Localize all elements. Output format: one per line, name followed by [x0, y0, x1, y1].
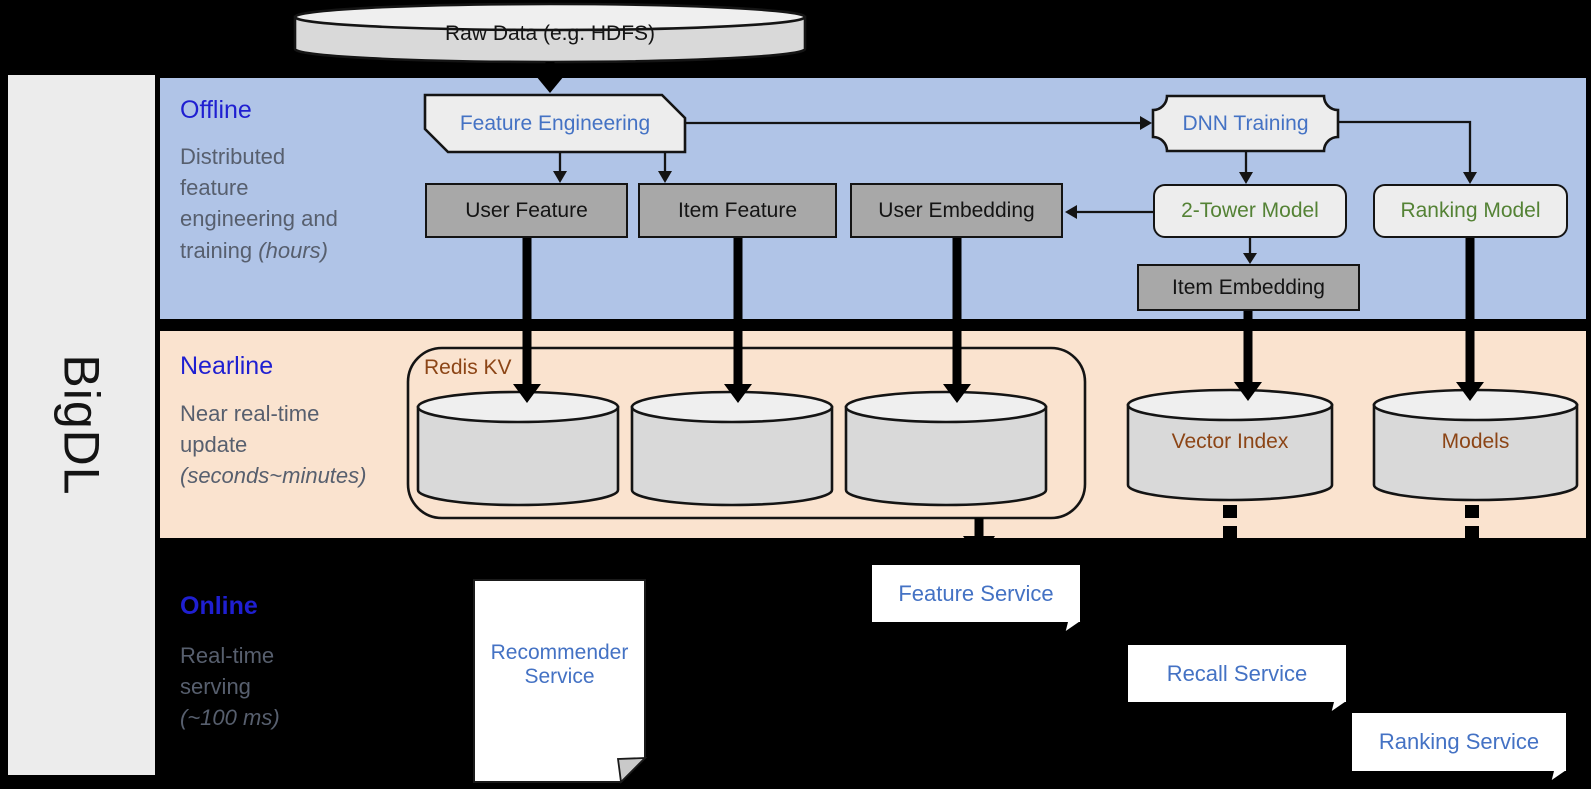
bigdl-logo-text: BigDL — [53, 354, 110, 496]
ranking-service-box: Ranking Service — [1352, 713, 1566, 771]
online-section-title: Online — [180, 592, 258, 621]
user-feature-label: User Feature — [465, 198, 588, 222]
online-title-text: Online — [180, 592, 258, 620]
online-section-desc: Real-time serving (~100 ms) — [180, 640, 302, 734]
raw-data-text: Raw Data (e.g. HDFS) — [444, 22, 656, 45]
item-feature-box: Item Feature — [638, 183, 837, 238]
offline-desc-text: Distributed feature engineering and trai… — [180, 144, 338, 263]
offline-title-text: Offline — [180, 96, 252, 124]
item-embedding-label: Item Embedding — [1172, 275, 1325, 299]
ranking-model-label: Ranking Model — [1400, 199, 1541, 222]
nearline-title-text: Nearline — [180, 352, 274, 380]
nearline-desc-text: Near real-time update — [180, 401, 320, 458]
nearline-section-desc: Near real-time update (seconds~minutes) — [180, 398, 388, 492]
ranking-service-label: Ranking Service — [1378, 729, 1540, 754]
ranking-model-box: Ranking Model — [1373, 184, 1568, 238]
recommender-service-text: Recommender Service — [490, 641, 629, 688]
feature-service-label: Feature Service — [898, 580, 1054, 606]
recommender-service-document — [473, 579, 648, 784]
offline-section-title: Offline — [180, 96, 252, 125]
recall-service-label: Recall Service — [1166, 660, 1308, 686]
nearline-section-title: Nearline — [180, 352, 273, 381]
recall-service-box: Recall Service — [1128, 645, 1346, 702]
user-feature-box: User Feature — [425, 183, 628, 238]
offline-section-desc: Distributed feature engineering and trai… — [180, 141, 352, 266]
online-desc-italic-text: (~100 ms) — [180, 705, 280, 731]
raw-data-label: Raw Data (e.g. HDFS) — [295, 14, 805, 54]
feature-service-box: Feature Service — [872, 565, 1080, 622]
item-feature-label: Item Feature — [677, 198, 798, 222]
nearline-desc-italic-text: (seconds~minutes) — [180, 463, 367, 489]
raw-data-cylinder — [293, 2, 807, 64]
user-embedding-label: User Embedding — [878, 198, 1035, 222]
bigdl-sidebar: BigDL — [8, 75, 155, 775]
online-desc-text: Real-time serving — [180, 643, 275, 700]
two-tower-model-label: 2-Tower Model — [1181, 199, 1319, 222]
item-embedding-box: Item Embedding — [1137, 264, 1360, 311]
recommender-service-label: Recommender Service — [474, 620, 645, 710]
user-embedding-box: User Embedding — [850, 183, 1063, 238]
two-tower-model-box: 2-Tower Model — [1153, 184, 1347, 238]
offline-desc-italic-text: (hours) — [258, 237, 328, 263]
